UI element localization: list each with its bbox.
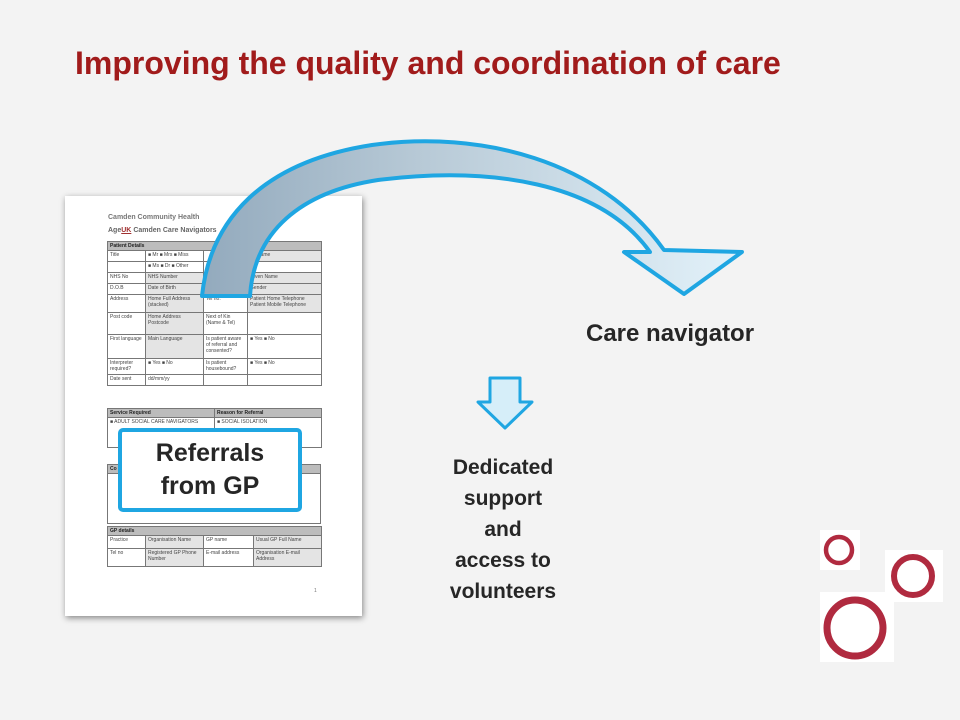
dedicated-line-1: Dedicated	[452, 456, 554, 479]
referrals-line-1: Referrals	[155, 439, 265, 467]
down-arrow-icon	[476, 376, 534, 430]
referrals-line-2: from GP	[160, 472, 260, 500]
dedicated-line-5: volunteers	[449, 580, 557, 603]
care-navigator-label: Care navigator	[586, 320, 755, 347]
page-title: Improving the quality and coordination o…	[75, 45, 781, 81]
referrals-from-gp-box: Referrals from GP	[118, 428, 302, 512]
dedicated-line-4: access to	[455, 549, 551, 572]
circles-decoration-icon	[820, 530, 943, 662]
dedicated-line-2: support	[463, 487, 543, 510]
dedicated-support-text: Dedicated support and access to voluntee…	[428, 452, 578, 607]
curved-arrow-icon	[200, 139, 744, 298]
dedicated-line-3: and	[484, 518, 522, 541]
